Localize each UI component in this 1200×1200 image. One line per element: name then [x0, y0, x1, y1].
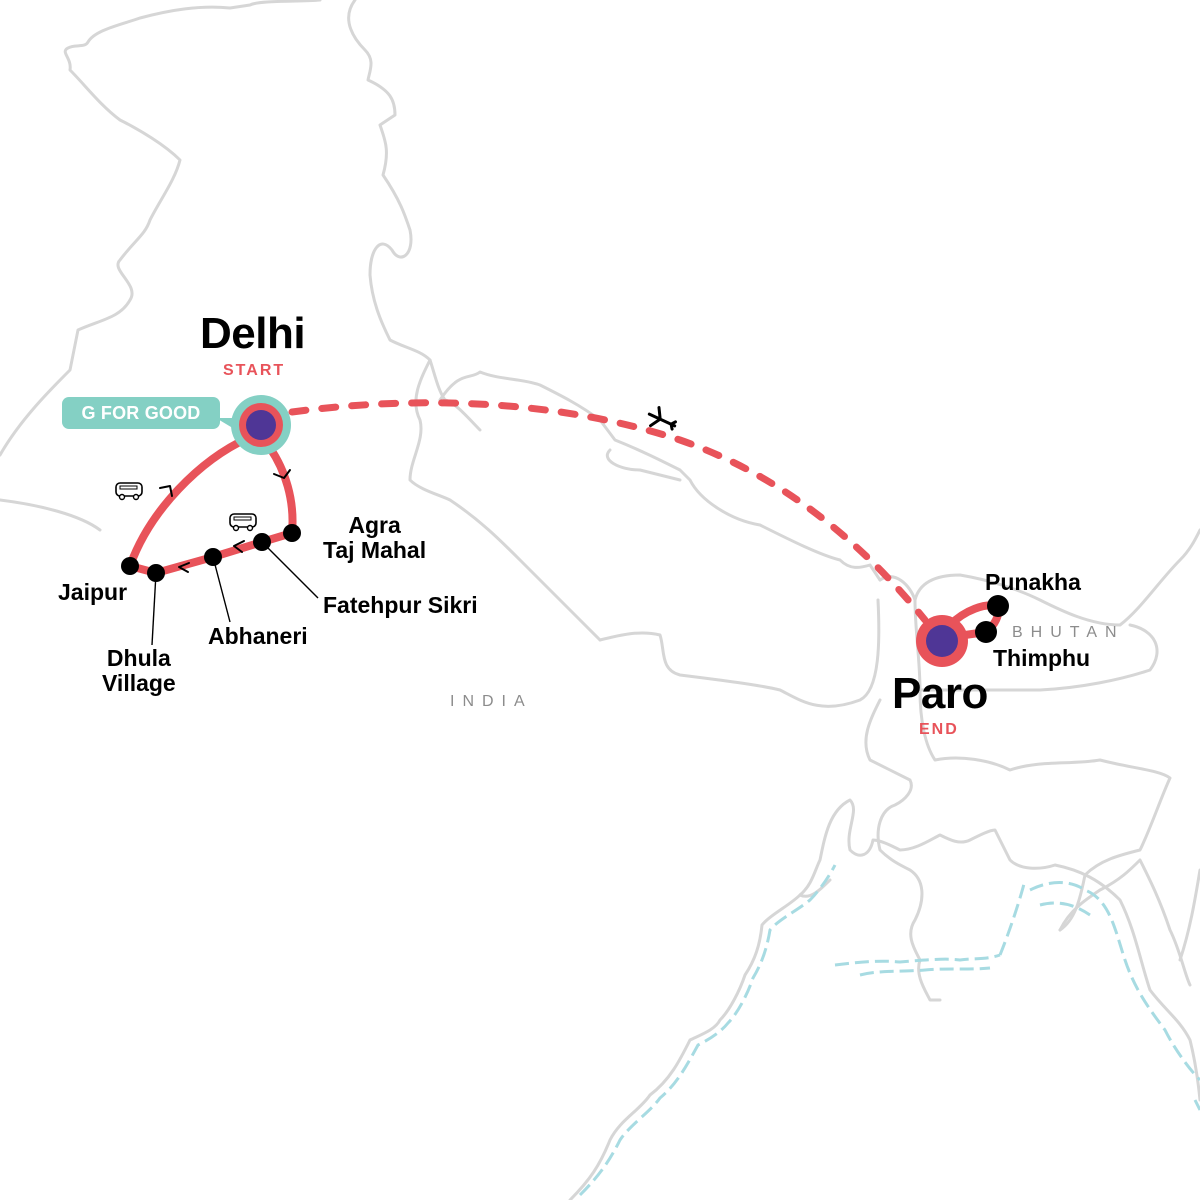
bus-icon: [115, 482, 143, 501]
direction-arrows: [159, 469, 291, 573]
label-paro: Paro: [892, 669, 988, 718]
label-agra-line1: Agra: [348, 512, 401, 538]
label-start-tag: START: [223, 362, 286, 379]
label-agra-line2: Taj Mahal: [323, 537, 427, 564]
stop-markers: [121, 524, 1009, 643]
label-abhaneri: Abhaneri: [208, 623, 308, 649]
label-fatehpur-sikri: Fatehpur Sikri: [323, 592, 478, 618]
water-hatching: [578, 864, 1200, 1197]
country-label-india: INDIA: [450, 693, 533, 710]
label-dhula-line2: Village: [102, 670, 176, 697]
end-marker-paro: [916, 615, 968, 667]
plane-icon: [647, 406, 677, 431]
g-for-good-badge: G FOR GOOD: [62, 397, 220, 429]
stop-agra: [283, 524, 301, 542]
label-delhi: Delhi: [200, 309, 306, 358]
stop-abhaneri: [204, 548, 222, 566]
stop-punakha: [987, 595, 1009, 617]
label-punakha: Punakha: [985, 569, 1081, 595]
stop-dhula-village: [147, 564, 165, 582]
flight-route: [288, 399, 929, 624]
label-jaipur: Jaipur: [58, 579, 128, 605]
start-marker-delhi: [231, 395, 291, 455]
stop-jaipur: [121, 557, 139, 575]
label-agra: Agra Taj Mahal: [323, 512, 427, 564]
country-label-bhutan: BHUTAN: [1012, 624, 1125, 641]
leader-lines: [151, 541, 319, 646]
label-dhula-line1: Dhula: [106, 645, 171, 671]
label-dhula-village: Dhula Village: [102, 645, 176, 697]
label-thimphu: Thimphu: [993, 645, 1091, 671]
stop-thimphu: [975, 621, 997, 643]
stop-fatehpur-sikri: [253, 533, 271, 551]
label-end-tag: END: [919, 721, 959, 738]
badge-pointer: [216, 418, 236, 430]
bus-icon: [229, 513, 257, 532]
